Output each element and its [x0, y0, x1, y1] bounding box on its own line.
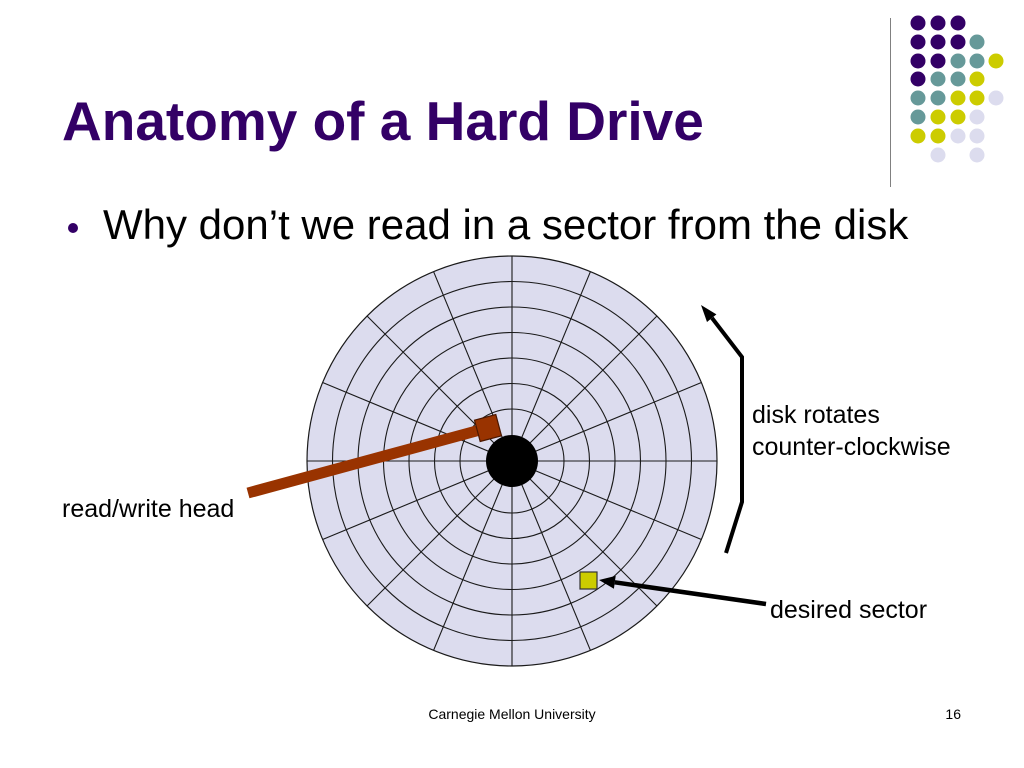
decorative-dot — [910, 15, 926, 31]
read-write-head — [246, 413, 503, 499]
desired-sector-marker — [579, 571, 598, 590]
slide-number: 16 — [945, 706, 961, 722]
decorative-dot — [950, 90, 966, 106]
decorative-dot-grid — [910, 15, 1004, 163]
desired-sector-pointer — [599, 575, 767, 607]
read-write-head-label: read/write head — [62, 495, 234, 523]
bullet-list: Why don’t we read in a sector from the d… — [0, 204, 1024, 246]
pointer-arrow-line — [614, 580, 767, 607]
decorative-dot — [988, 90, 1004, 106]
decorative-dot — [930, 109, 946, 125]
rotation-label-line-2: counter-clockwise — [752, 433, 951, 461]
decorative-dot — [930, 15, 946, 31]
decorative-dot — [910, 90, 926, 106]
pointer-arrowhead — [599, 575, 616, 589]
hard-drive-diagram: read/write head disk rotates counter-clo… — [62, 255, 951, 667]
decorative-dot — [930, 53, 946, 69]
track-boundary-ring — [459, 408, 565, 514]
decorative-dot — [910, 34, 926, 50]
track-boundary-ring — [331, 280, 693, 642]
decorative-dot — [910, 71, 926, 87]
decorative-dot — [969, 147, 985, 163]
decorative-dot — [910, 53, 926, 69]
decorative-dot — [988, 53, 1004, 69]
decorative-dot — [969, 71, 985, 87]
decorative-dot — [969, 53, 985, 69]
decorative-dot — [969, 90, 985, 106]
rotation-label-line-1: disk rotates — [752, 401, 880, 429]
read-write-head-tip — [473, 413, 503, 443]
rotation-arrow-line — [710, 316, 744, 554]
decorative-dot — [910, 128, 926, 144]
bullet-text: Why don’t we read in a sector from the d… — [103, 201, 909, 248]
spindle-hub — [486, 435, 538, 487]
decorative-dot — [950, 15, 966, 31]
vertical-divider — [890, 18, 891, 187]
rotation-arrowhead — [701, 305, 717, 322]
decorative-dot — [910, 109, 926, 125]
bullet-marker — [68, 223, 78, 233]
decorative-dot — [950, 71, 966, 87]
footer-institution: Carnegie Mellon University — [428, 706, 596, 722]
decorative-dot — [950, 53, 966, 69]
decorative-dot — [930, 128, 946, 144]
track-boundary-ring — [433, 382, 591, 540]
rotation-arrow — [701, 305, 744, 554]
decorative-dot — [969, 109, 985, 125]
bullet-item: Why don’t we read in a sector from the d… — [0, 204, 1024, 246]
slide-title: Anatomy of a Hard Drive — [62, 90, 704, 152]
decorative-dot — [969, 34, 985, 50]
decorative-dot — [969, 128, 985, 144]
decorative-dot — [950, 128, 966, 144]
decorative-dot — [930, 147, 946, 163]
decorative-dot — [930, 71, 946, 87]
decorative-dot — [950, 109, 966, 125]
read-write-arm — [246, 424, 482, 499]
decorative-dot — [930, 34, 946, 50]
track-sector-grid — [307, 256, 717, 666]
decorative-dot — [950, 34, 966, 50]
desired-sector-label: desired sector — [770, 596, 927, 624]
decorative-dot — [930, 90, 946, 106]
track-boundary-ring — [408, 357, 616, 565]
